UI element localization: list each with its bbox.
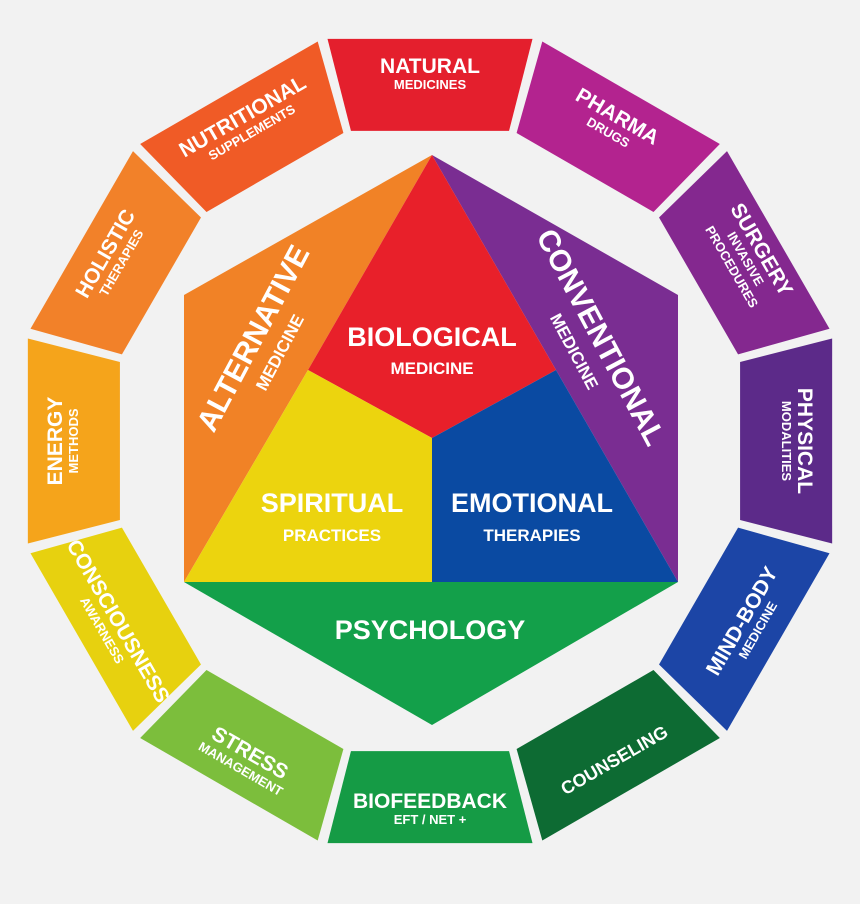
emotional-subtitle: THERAPIES [483, 526, 580, 545]
ring-segment-biofeedback [327, 751, 533, 844]
ring-segment-holistic [30, 151, 201, 355]
ring-text-natural-0: NATURAL [380, 55, 480, 78]
ring-text-energy-0: ENERGY [44, 397, 67, 486]
ring-segment-consciousness [30, 527, 201, 731]
biological-subtitle: MEDICINE [390, 359, 473, 378]
ring-segment-pharma [516, 41, 720, 212]
ring-text-physical-1: MODALITIES [779, 401, 794, 481]
spiritual-panel [184, 370, 432, 582]
ring-text-biofeedback-0: BIOFEEDBACK [353, 790, 507, 813]
biological-panel [308, 155, 556, 438]
ring-segment-counseling [516, 670, 720, 841]
inner-pentagon [184, 155, 678, 725]
ring-segment-mind-body [659, 527, 830, 731]
ring-text-physical-0: PHYSICAL [793, 388, 816, 494]
conventional-panel [432, 155, 678, 582]
ring-segment-physical [740, 338, 833, 544]
ring-text-energy-1: METHODS [66, 408, 81, 473]
spiritual-subtitle: PRACTICES [283, 526, 381, 545]
alternative-panel [184, 155, 432, 582]
emotional-panel [432, 370, 678, 582]
ring-text-natural-1: MEDICINES [394, 77, 467, 92]
ring-segment-natural [327, 38, 533, 131]
ring-text-biofeedback-1: EFT / NET + [394, 812, 467, 827]
spiritual-title: SPIRITUAL [261, 488, 404, 518]
psychology-panel [184, 582, 678, 725]
ring-segment-surgery [659, 151, 830, 355]
psychology-title: PSYCHOLOGY [335, 615, 526, 645]
ring-segment-nutritional [140, 41, 344, 212]
ring-segment-stress [140, 670, 344, 841]
ring-segment-energy [27, 338, 120, 544]
biological-title: BIOLOGICAL [347, 322, 517, 352]
emotional-title: EMOTIONAL [451, 488, 613, 518]
